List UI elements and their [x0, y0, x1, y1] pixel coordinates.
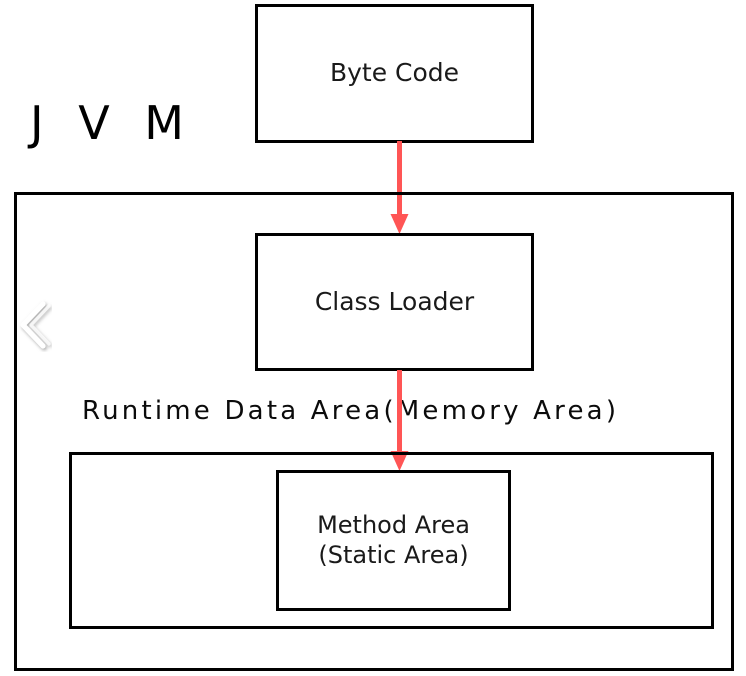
chevron-left-icon[interactable] [16, 298, 52, 352]
node-method-area[interactable]: Method Area (Static Area) [276, 470, 511, 611]
node-class-loader[interactable]: Class Loader [255, 233, 534, 371]
runtime-data-area-container [69, 452, 714, 629]
node-method-area-label-line1: Method Area [317, 511, 470, 540]
node-method-area-label-line2: (Static Area) [318, 540, 469, 569]
node-byte-code-label: Byte Code [329, 58, 460, 88]
runtime-data-area-label: Runtime Data Area(Memory Area) [82, 396, 620, 426]
node-class-loader-label: Class Loader [314, 286, 475, 316]
jvm-title-label: J V M [30, 96, 194, 150]
node-byte-code[interactable]: Byte Code [255, 4, 534, 143]
jvm-outer-container [14, 192, 734, 671]
